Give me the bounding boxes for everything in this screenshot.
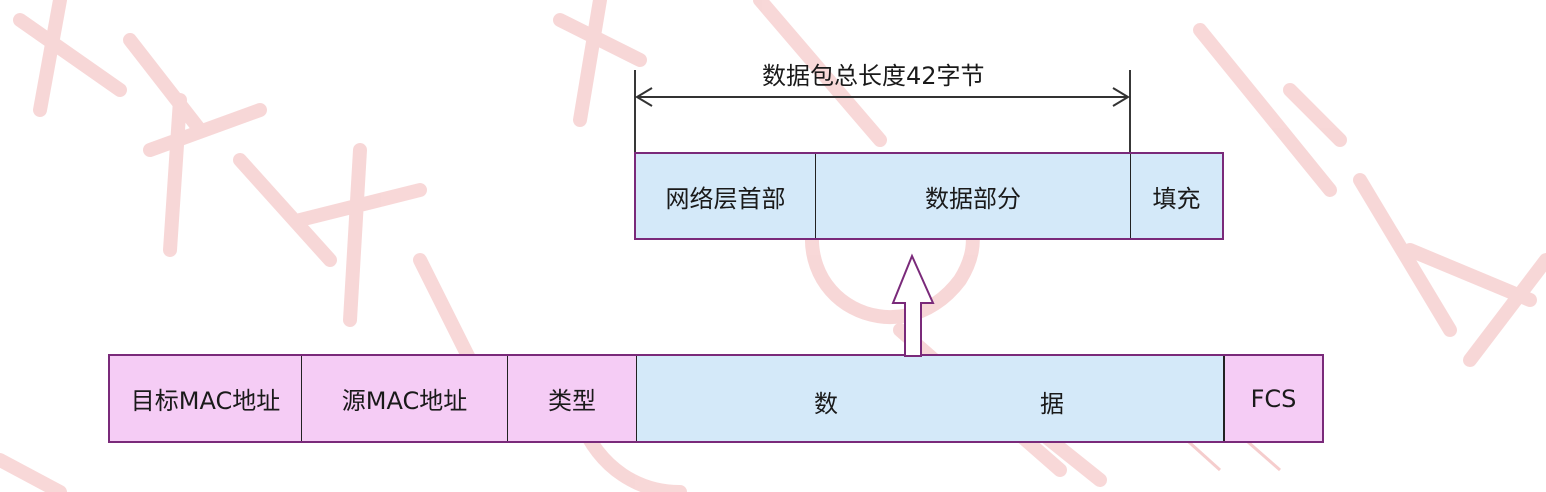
padding-cell: 填充 bbox=[1131, 154, 1222, 238]
network-header-cell: 网络层首部 bbox=[636, 154, 816, 238]
data-char-2: 据 bbox=[1040, 390, 1064, 418]
src-mac-cell: 源MAC地址 bbox=[302, 356, 508, 441]
dest-mac-cell: 目标MAC地址 bbox=[110, 356, 302, 441]
fcs-cell: FCS bbox=[1224, 356, 1322, 441]
fcs-label: FCS bbox=[1250, 384, 1297, 413]
network-header-label: 网络层首部 bbox=[665, 184, 786, 213]
dest-mac-label: 目标MAC地址 bbox=[130, 387, 281, 415]
padding-label: 填充 bbox=[1152, 184, 1201, 213]
data-cell bbox=[637, 356, 1224, 441]
data-part-label: 数据部分 bbox=[925, 184, 1021, 213]
length-label: 数据包总长度42字节 bbox=[762, 62, 985, 90]
src-mac-label: 源MAC地址 bbox=[341, 387, 468, 415]
type-label: 类型 bbox=[548, 387, 596, 415]
data-char-1: 数 bbox=[814, 390, 838, 418]
type-cell: 类型 bbox=[508, 356, 637, 441]
ethernet-frame-row bbox=[108, 354, 1324, 443]
data-part-cell: 数据部分 bbox=[816, 154, 1131, 238]
